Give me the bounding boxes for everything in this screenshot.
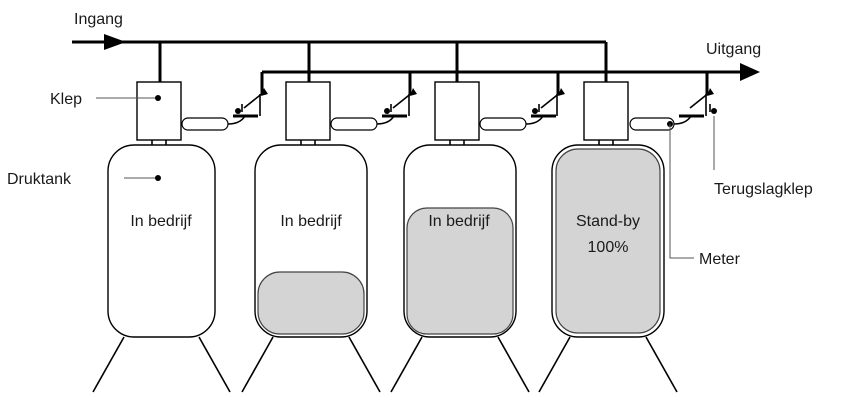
outlet-line	[260, 63, 760, 94]
softener-unit-4: Stand-by 100%	[538, 42, 717, 393]
softener-unit-2: In bedrijf	[241, 42, 417, 393]
tank-status: In bedrijf	[428, 213, 490, 230]
meter-pipe	[479, 117, 527, 131]
softener-unit-3: In bedrijf	[390, 42, 565, 393]
tank-status: In bedrijf	[280, 213, 342, 230]
tank-capacity: 100%	[588, 239, 629, 256]
tank-status: Stand-by	[576, 213, 640, 230]
inlet-line	[72, 34, 606, 50]
outlet-arrow-icon	[740, 63, 760, 81]
softener-unit-1: In bedrijf	[92, 42, 268, 393]
valve-head	[285, 81, 331, 141]
valve-label: Klep	[50, 91, 82, 108]
meter-pipe	[330, 117, 378, 131]
valve-head	[583, 81, 629, 141]
resin-level	[555, 148, 661, 334]
check-valve-label: Terugslagklep	[714, 181, 813, 198]
callout-leaders	[96, 95, 715, 259]
meter-pipe	[181, 117, 229, 131]
pressure-tank-label: Druktank	[7, 171, 72, 188]
check-valve-icon	[384, 88, 417, 114]
tank-status: In bedrijf	[130, 213, 192, 230]
resin-level	[257, 271, 365, 335]
valve-head	[136, 81, 182, 141]
check-valve-icon	[689, 88, 717, 114]
check-valve-icon	[235, 88, 268, 114]
valve-head	[434, 81, 480, 141]
inlet-label: Ingang	[74, 11, 123, 28]
check-valve-icon	[532, 88, 565, 114]
tank	[107, 144, 216, 338]
outlet-label: Uitgang	[706, 41, 761, 58]
meter-label: Meter	[699, 251, 741, 268]
inlet-arrow-icon	[104, 34, 126, 50]
resin-level	[406, 207, 514, 335]
